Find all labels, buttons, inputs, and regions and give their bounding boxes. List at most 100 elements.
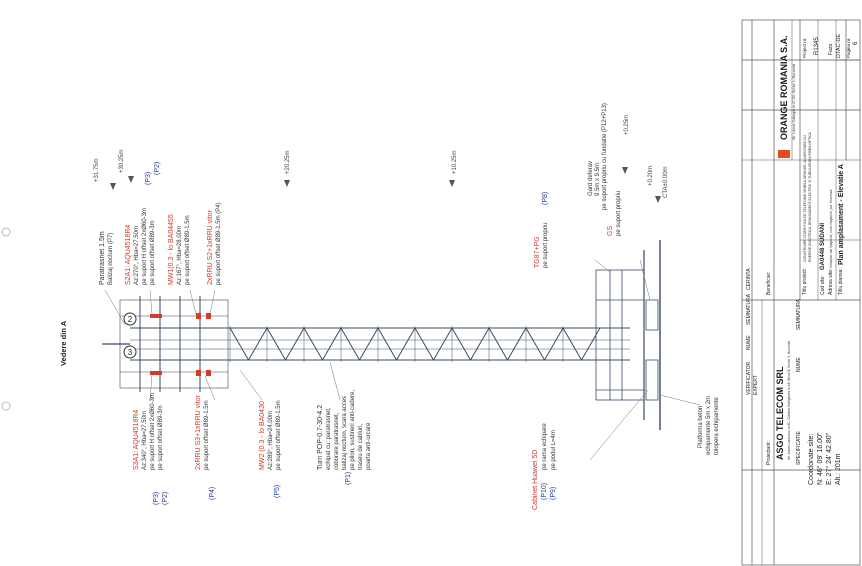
ann-bottom-0-line-1: Az:340°, Hba=27.50m: [142, 411, 148, 470]
level-text-4: +10.25m: [452, 150, 458, 174]
lattice-brace: [285, 327, 305, 361]
tb-cod-site: Cod site:: [820, 275, 826, 295]
level-text-6: +0.20m: [648, 166, 654, 186]
antenna-s2: [150, 314, 162, 318]
section-circles: 2 3: [123, 312, 137, 359]
gard-line-2: 9.5m x 9.5m: [595, 163, 601, 196]
level-marker-4: [449, 180, 455, 187]
platform-structure: [595, 240, 661, 430]
tg-sub: pe suport propriu: [543, 223, 549, 268]
lattice-brace: [470, 327, 490, 361]
level-text-2: +30.25m: [119, 149, 125, 173]
tb-cerinta: CERINTA: [746, 268, 752, 290]
rru-s2b: [206, 313, 211, 319]
tb-plansa: Plan amplasament - Elevatie A: [838, 164, 845, 265]
lattice-brace: [562, 327, 582, 361]
tb-adresa-value: Intravilan sat Nagloiuti, com. Nagloiuti…: [829, 189, 833, 268]
cabinet-ref-p10: (P10): [541, 483, 548, 500]
tb-cod-value: GA0448 SUDANI: [820, 223, 826, 270]
level-marker-1: [110, 183, 116, 190]
lattice-brace: [377, 327, 397, 361]
cabinet-title: Cabinet Huawei 5D: [532, 450, 539, 510]
ann-bottom-2-line-0: MW2 (0.3 - lo BA0430: [259, 401, 266, 470]
coords-lon: E: 27° 24' 42.80": [825, 432, 833, 485]
ann-top-0-line-0: Paratrasnet 1.5m: [99, 231, 106, 285]
lattice-brace: [525, 327, 545, 361]
tb-titlu-proiect: Titlu proiect:: [802, 268, 808, 295]
tb-client-addr: Str. Lascar Catargiu nr.47-53, Sector 1,…: [792, 64, 796, 140]
ann-top-1-line-2: pe suport H offset 2xØ60-3m: [142, 208, 148, 285]
ref-p2-top: (P2): [154, 162, 161, 175]
tb-project-nr: R1345: [814, 37, 820, 55]
tb-beneficiar: Beneficiar:: [766, 271, 772, 295]
lattice-brace: [359, 327, 379, 361]
circle-2: [123, 312, 137, 326]
platform-line-1: Platforma beton: [698, 406, 704, 448]
lattice-brace: [507, 327, 527, 361]
ref-p2-bottom: (P2): [162, 492, 169, 505]
rru-s3b: [206, 370, 211, 376]
lattice-brace: [322, 327, 342, 361]
lattice-brace: [581, 327, 601, 361]
gard-line-1: Gard deferav: [588, 161, 594, 196]
cabinet-ref-p9: (P9): [550, 487, 557, 500]
lattice-brace: [414, 327, 434, 361]
tg-ref: (P8): [542, 192, 549, 205]
antenna-s3: [150, 371, 162, 375]
tb-pagina: 6: [853, 41, 859, 45]
level-marker-6: [655, 196, 661, 203]
level-marker-2: [128, 176, 134, 183]
ref-p3-bottom: (P3): [153, 492, 160, 505]
level-text-1: +31.75m: [94, 158, 100, 182]
ann-top-1-line-0: S2A1: AQU4518R4: [125, 225, 132, 285]
tb-pagina-label: Pagina nr.: [846, 38, 851, 58]
ref-p1-bottom: (P1): [345, 472, 352, 485]
ann-bottom-0-line-3: pe suport offset Ø89-3m: [158, 405, 164, 470]
punch-hole-1: [1, 227, 11, 237]
ann-top-2-line-0: MW1(0.3 - lo BA04455: [168, 214, 175, 285]
ann-top-1-line-3: pe suport offset Ø89-3m: [150, 220, 156, 285]
lattice-brace: [451, 327, 471, 361]
ann-bottom-2-line-1: Az:289°, Hba=24.00m: [268, 411, 274, 470]
ann-top-1-line-1: Az:270°, Hba=27.50m: [134, 226, 140, 285]
mast: [130, 326, 630, 362]
platform-line-2: echipamente 5m x 2m: [706, 396, 712, 455]
ann-bottom-3-line-2: coborare paratrasnet,: [334, 412, 340, 470]
antenna-equipment: [150, 313, 211, 376]
gs-sub: pe suport propriu: [616, 191, 622, 236]
platform-line-3: tolopera echipamente: [714, 397, 720, 455]
lattice-brace: [229, 327, 249, 361]
tb-project-text-line-0: CONSTRUIRE STATIE FIXA DE TELEFONIE MOBI…: [803, 135, 807, 262]
lattice-brace: [266, 327, 286, 361]
lattice-brace: [303, 327, 323, 361]
ann-bottom-1-line-0: 2xRRU S3+1xRRU vitor: [195, 394, 202, 470]
level-text-5: +0.25m: [624, 115, 630, 135]
lattice-brace: [340, 327, 360, 361]
coords-alt: Alt.: 201m: [835, 453, 842, 485]
ann-top-3-line-0: 2xRRU S2+1xRRU vitor: [207, 209, 214, 285]
mast-head: [102, 296, 229, 392]
lattice-brace: [248, 327, 268, 361]
gs-label: GS: [607, 226, 614, 236]
circle-2-label: 2: [128, 315, 133, 324]
tb-client: ORANGE ROMANIA S.A.: [779, 35, 789, 140]
lattice-brace: [433, 327, 453, 361]
tg-label: TG87+PG: [534, 236, 541, 268]
coords-title: Coordonate site:: [808, 434, 815, 485]
ann-bottom-3-line-5: traseu de cabluri,: [358, 424, 364, 470]
ann-bottom-2-line-2: pe suport offset Ø89-1.5m: [276, 400, 282, 470]
tb-faza: DTAC-DE: [836, 34, 842, 58]
ann-top-3-line-1: pe suport offset Ø89-1.5m (P4): [216, 202, 222, 285]
gs-box: [645, 299, 659, 331]
leader-lines: [104, 259, 701, 461]
tb-specificatie: SPECIFICATIE: [796, 431, 802, 465]
lattice-brace: [396, 327, 416, 361]
tb-project-nr-label: Project nr.: [802, 38, 807, 58]
gard-line-3: pe suport propriu cu fundatie (P12+P13): [602, 103, 608, 210]
ann-bottom-0-line-2: pe suport H offset 2xØ60-3m: [150, 393, 156, 470]
level-marker-3: [284, 180, 290, 187]
tb-faza-label: Faza: [828, 44, 834, 55]
